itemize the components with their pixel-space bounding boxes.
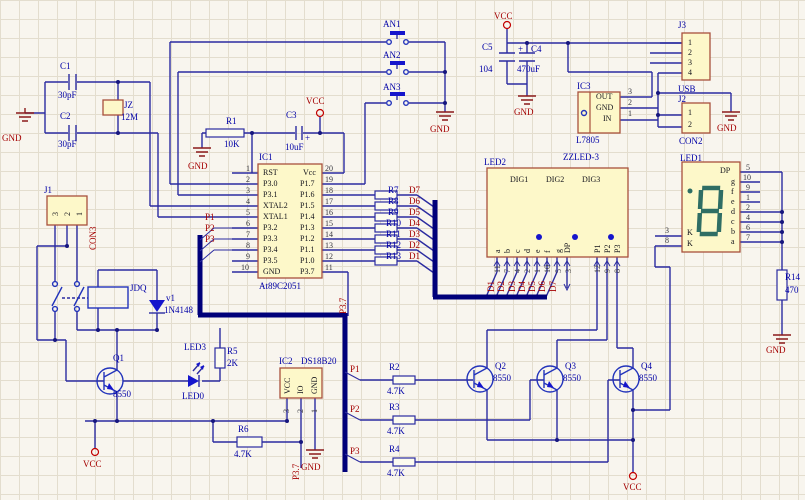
- transistor-q2[interactable]: [466, 365, 494, 393]
- resistor-r11[interactable]: [374, 234, 398, 244]
- button-an1[interactable]: [386, 31, 410, 46]
- wires-led2: [485, 257, 634, 368]
- ground-symbols: [16, 95, 791, 459]
- led2-dp3: [608, 234, 614, 240]
- resistor-r10[interactable]: [374, 223, 398, 233]
- vcc-c3: [315, 108, 325, 118]
- resistor-r7[interactable]: [374, 190, 398, 200]
- relay-jdq[interactable]: [87, 286, 129, 309]
- connector-j1[interactable]: [46, 195, 88, 226]
- resistor-r9[interactable]: [374, 212, 398, 222]
- gnd-ic2: [306, 449, 324, 459]
- resistor-r13[interactable]: [374, 256, 398, 266]
- display-led1[interactable]: [681, 161, 741, 253]
- led2-pin-arrows: [493, 260, 621, 292]
- transistor-q1[interactable]: [96, 367, 124, 395]
- bus-p1p2p3: [197, 235, 348, 472]
- wires-led1: [740, 171, 783, 335]
- capacitor-c4[interactable]: [519, 52, 535, 62]
- ic2-ds18b20[interactable]: [279, 367, 323, 399]
- resistor-r14[interactable]: [776, 269, 788, 301]
- resistor-r5[interactable]: [214, 347, 226, 369]
- relay-contacts[interactable]: [51, 280, 85, 313]
- led1-digit: [696, 185, 724, 237]
- wires-relay-q1: [36, 225, 316, 468]
- capacitor-c1[interactable]: [68, 74, 77, 90]
- gnd-j2: [722, 111, 740, 121]
- gnd-r1: [193, 147, 211, 157]
- wires-reset: [201, 117, 345, 174]
- junction-dots: [53, 41, 784, 444]
- vcc-q4: [628, 471, 638, 481]
- gnd-r14: [773, 334, 791, 344]
- resistor-r2[interactable]: [392, 375, 416, 385]
- transistor-q4[interactable]: [612, 365, 640, 393]
- ic3-l7805[interactable]: [577, 91, 621, 134]
- resistor-r12[interactable]: [374, 245, 398, 255]
- capacitor-c2[interactable]: [68, 125, 77, 141]
- connector-j3-usb[interactable]: [681, 32, 711, 81]
- display-led2[interactable]: [486, 167, 629, 258]
- buttons[interactable]: [386, 31, 410, 106]
- ic1-pin-stubs: [232, 183, 349, 316]
- resistor-r1[interactable]: [205, 128, 245, 138]
- wire-layer: [25, 29, 783, 473]
- bus-data: [432, 200, 547, 300]
- power-symbols: [90, 20, 638, 481]
- vcc-q1: [90, 447, 100, 457]
- capacitor-c5[interactable]: [499, 52, 515, 62]
- button-an2[interactable]: [386, 61, 410, 75]
- resistor-bodies[interactable]: [205, 128, 788, 467]
- resistor-r8[interactable]: [374, 201, 398, 211]
- button-an3[interactable]: [386, 92, 410, 106]
- led1-dp: [687, 188, 693, 194]
- resistor-r3[interactable]: [392, 415, 416, 425]
- led-indicator-led0[interactable]: [188, 362, 205, 387]
- vcc-top: [502, 20, 512, 30]
- diode-v1[interactable]: [149, 300, 165, 314]
- gnd-c4: [518, 95, 536, 105]
- crystal-jz[interactable]: [102, 99, 124, 116]
- resistor-r6[interactable]: [236, 436, 263, 448]
- gnd-an: [436, 111, 454, 121]
- transistor-q3[interactable]: [536, 365, 564, 393]
- ic1-at89c2051[interactable]: [257, 163, 323, 279]
- led2-dp2: [572, 234, 578, 240]
- resistor-r4[interactable]: [392, 457, 416, 467]
- capacitor-c3[interactable]: [295, 126, 303, 140]
- connector-j2[interactable]: [681, 102, 711, 134]
- wires-buttons: [169, 41, 446, 196]
- bus-taps: [199, 227, 361, 463]
- gnd-xtal: [16, 108, 34, 122]
- led2-dp1: [536, 234, 542, 240]
- capacitor-plates[interactable]: [68, 52, 535, 141]
- wires-rnet: [340, 194, 435, 274]
